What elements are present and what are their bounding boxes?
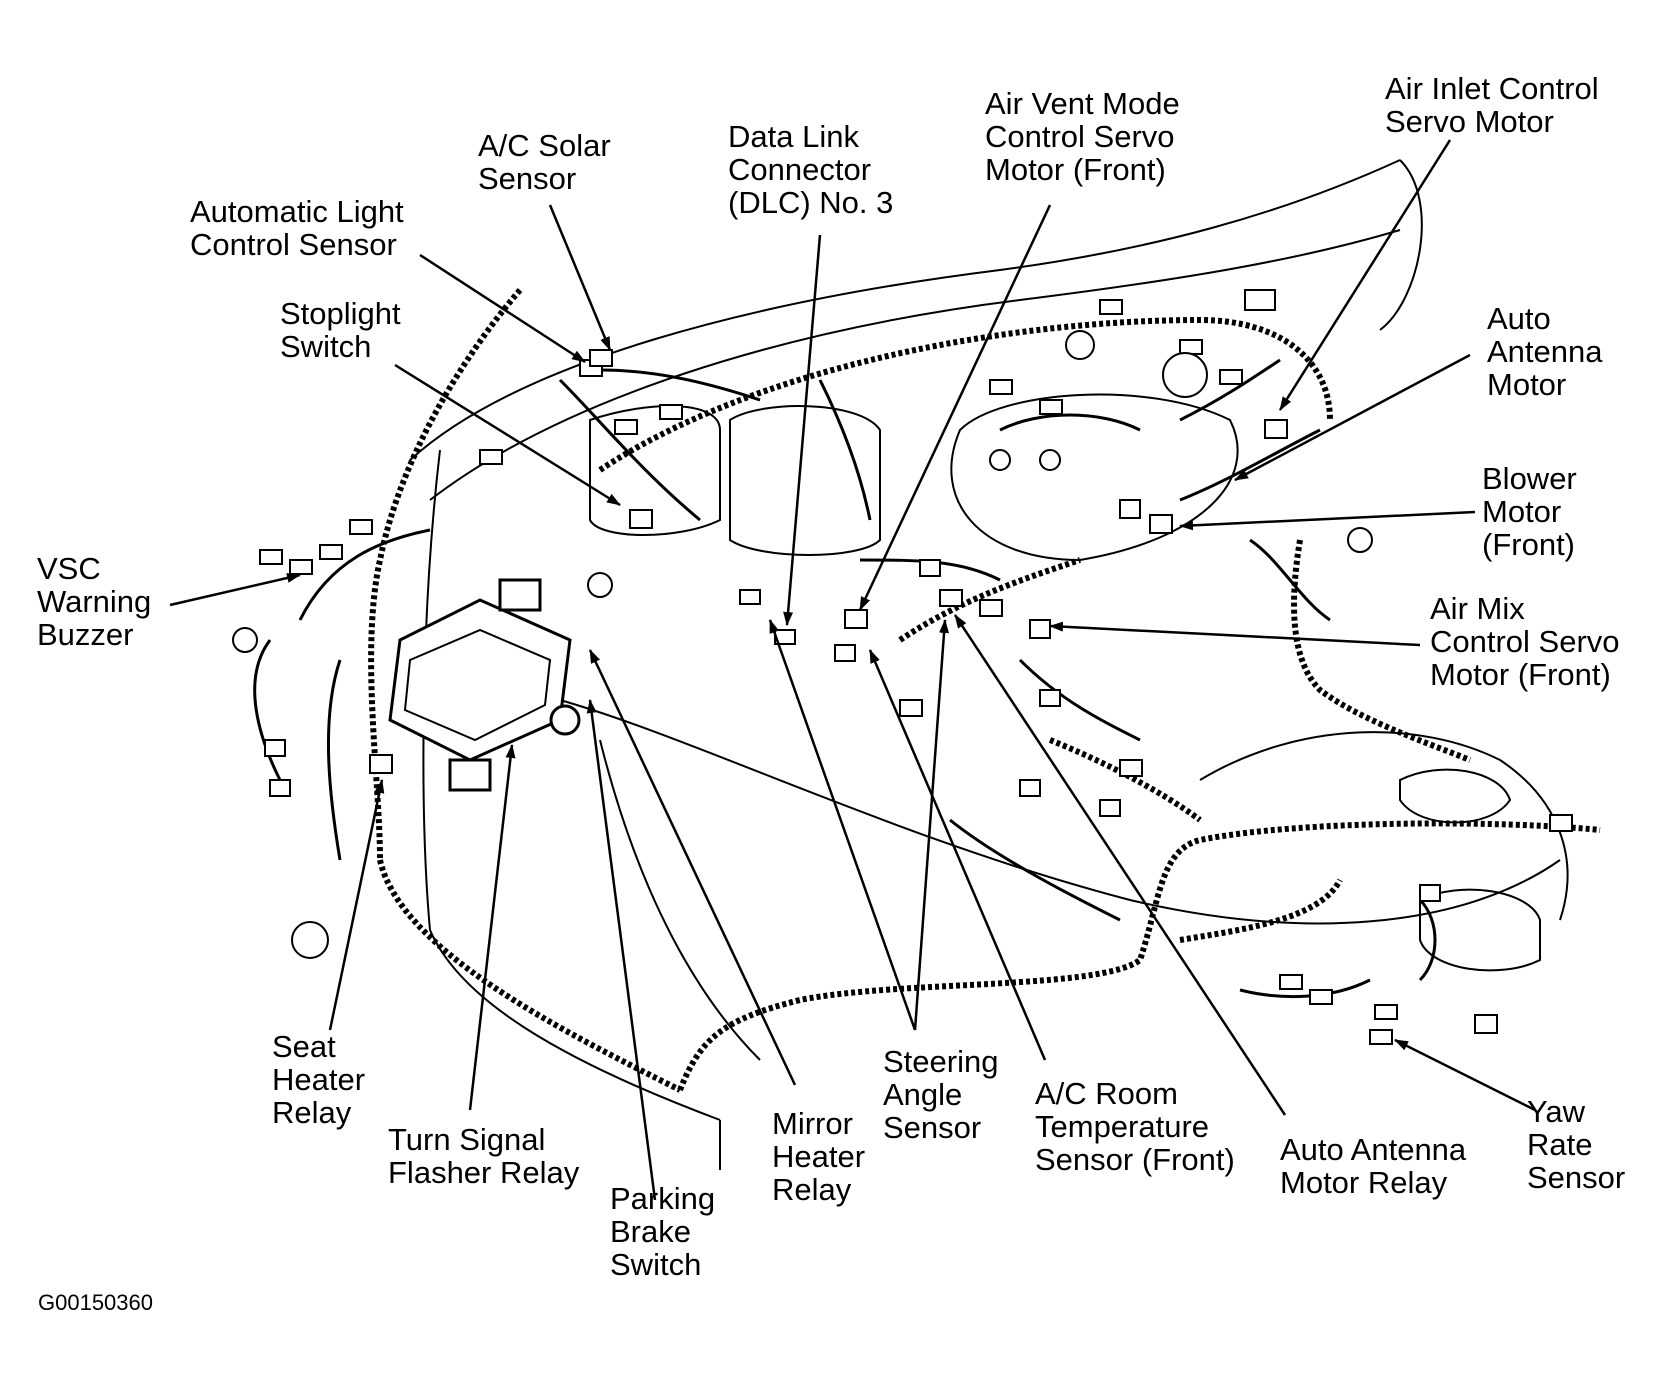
- leader-ac-room-temp: [868, 649, 1047, 1061]
- label-ac-room-temperature-sensor: A/C Room Temperature Sensor (Front): [1035, 1076, 1235, 1177]
- junction-block: [388, 578, 581, 792]
- label-air-inlet-servo: Air Inlet Control Servo Motor: [1385, 71, 1599, 139]
- leader-air-inlet-servo: [1278, 139, 1452, 411]
- leader-auto-antenna-relay: [953, 614, 1287, 1116]
- label-vsc-warning-buzzer: VSC Warning Buzzer: [37, 551, 152, 652]
- leader-turn-signal-relay: [468, 744, 516, 1111]
- label-air-mix-servo: Air Mix Control Servo Motor (Front): [1430, 591, 1620, 692]
- label-blower-motor: Blower Motor (Front): [1482, 461, 1577, 562]
- leader-ac-solar-sensor: [548, 204, 612, 351]
- leader-seat-heater-relay: [328, 779, 385, 1031]
- leader-parking-brake: [586, 699, 657, 1201]
- connectors: [259, 289, 1573, 1045]
- wire-bundles: [253, 358, 1437, 999]
- leader-air-vent-servo: [858, 204, 1052, 611]
- leader-blower-motor: [1179, 510, 1476, 531]
- leader-light-sensor: [419, 253, 586, 364]
- label-seat-heater-relay: Seat Heater Relay: [272, 1029, 366, 1130]
- label-stoplight-switch: Stoplight Switch: [280, 296, 401, 364]
- leader-vsc-buzzer: [169, 573, 301, 607]
- label-mirror-heater-relay: Mirror Heater Relay: [772, 1106, 866, 1207]
- leader-dlc: [783, 234, 822, 626]
- leader-stoplight-switch: [394, 363, 621, 507]
- label-data-link-connector: Data Link Connector (DLC) No. 3: [728, 119, 894, 220]
- label-yaw-rate-sensor: Yaw Rate Sensor: [1527, 1094, 1626, 1195]
- leader-yaw-rate: [1394, 1038, 1536, 1112]
- leader-auto-antenna-motor: [1234, 353, 1471, 482]
- label-auto-antenna-motor-relay: Auto Antenna Motor Relay: [1280, 1132, 1467, 1200]
- leader-steering-angle: [768, 619, 917, 1031]
- label-turn-signal-flasher-relay: Turn Signal Flasher Relay: [388, 1122, 580, 1190]
- leader-air-mix-servo: [1049, 621, 1421, 647]
- label-parking-brake-switch: Parking Brake Switch: [610, 1181, 716, 1282]
- label-steering-angle-sensor: Steering Angle Sensor: [883, 1044, 999, 1145]
- label-ac-solar-sensor: A/C Solar Sensor: [478, 128, 611, 196]
- motors: [232, 330, 1373, 959]
- leader-lines: [169, 139, 1536, 1201]
- leader-steering-angle-2: [913, 619, 950, 1031]
- label-automatic-light-control-sensor: Automatic Light Control Sensor: [190, 194, 404, 262]
- label-air-vent-mode-servo: Air Vent Mode Control Servo Motor (Front…: [985, 86, 1180, 187]
- figure-id: G00150360: [38, 1290, 153, 1315]
- label-auto-antenna-motor: Auto Antenna Motor: [1487, 301, 1603, 402]
- dashboard-outline: [409, 159, 1569, 1170]
- leader-mirror-heater: [588, 649, 797, 1086]
